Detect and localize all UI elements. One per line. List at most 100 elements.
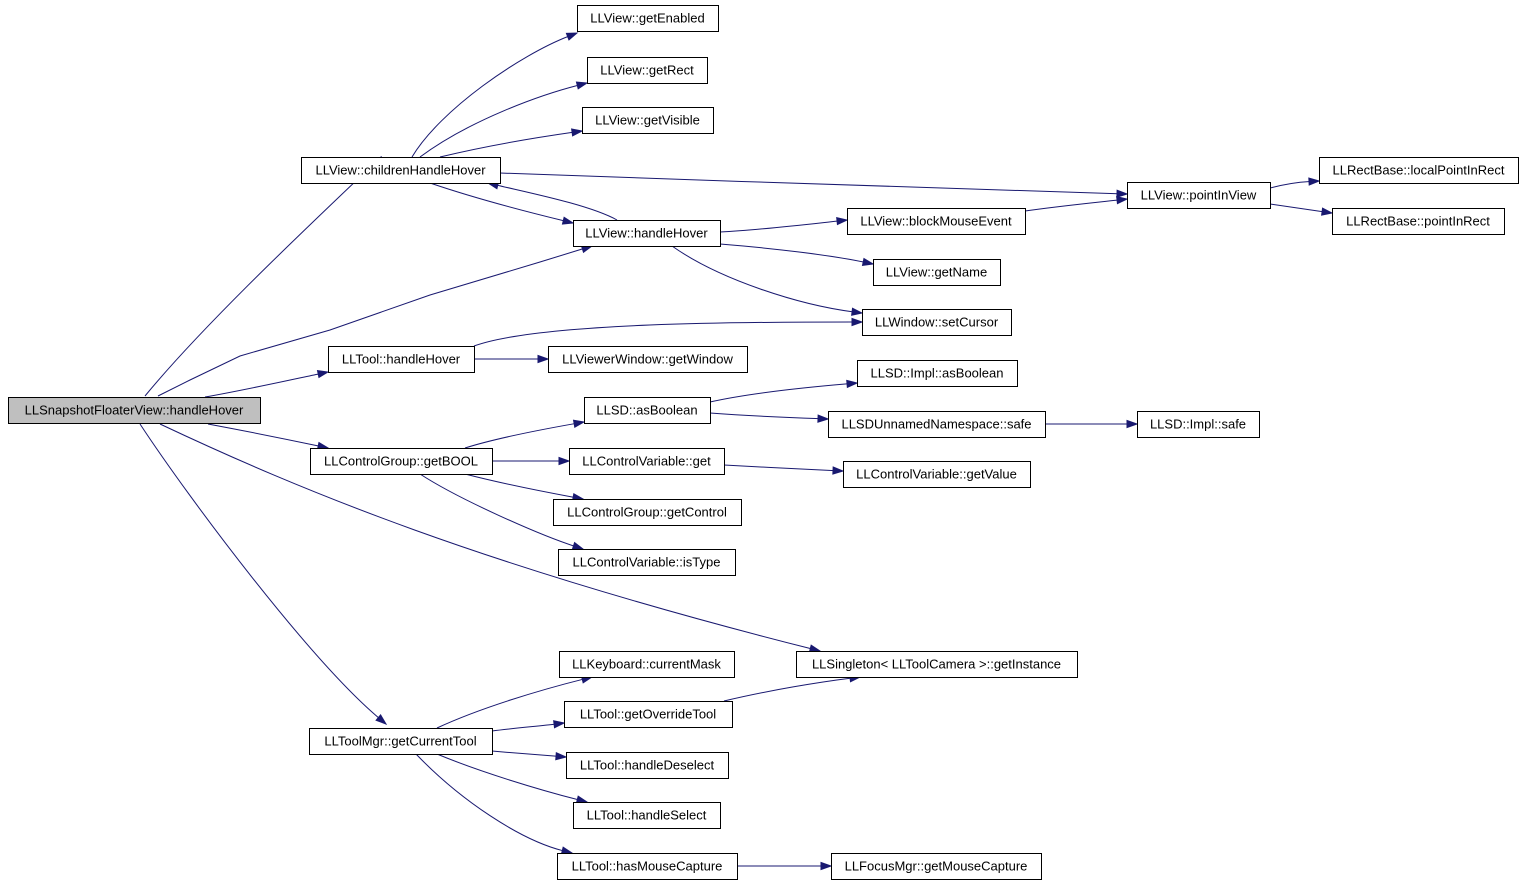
- edge-blockMouseEvent-to-pointInView: [1024, 195, 1129, 212]
- arrowhead-icon: [836, 216, 849, 226]
- edge-childrenHandleHover-to-viewHandleHover: [429, 182, 575, 225]
- node-isType[interactable]: LLControlVariable::isType: [558, 549, 736, 576]
- node-handleDeselect[interactable]: LLTool::handleDeselect: [566, 752, 729, 779]
- node-blockMouseEvent[interactable]: LLView::blockMouseEvent: [847, 208, 1026, 235]
- node-implAsBoolean[interactable]: LLSD::Impl::asBoolean: [857, 360, 1018, 387]
- node-label: LLView::handleHover: [585, 226, 708, 241]
- node-box: [559, 651, 735, 678]
- node-box: [566, 752, 729, 779]
- node-getWindow[interactable]: LLViewerWindow::getWindow: [548, 346, 748, 373]
- node-label: LLRectBase::pointInRect: [1346, 214, 1490, 229]
- node-label: LLSingleton< LLToolCamera >::getInstance: [812, 657, 1061, 672]
- node-label: LLView::pointInView: [1141, 188, 1257, 203]
- edge-getBOOL-to-getControl: [464, 473, 585, 502]
- node-localPointInRect[interactable]: LLRectBase::localPointInRect: [1319, 157, 1519, 184]
- node-box: [1127, 182, 1271, 209]
- edges-layer: [139, 32, 1334, 871]
- node-box: [548, 346, 748, 373]
- node-setCursor[interactable]: LLWindow::setCursor: [862, 309, 1012, 336]
- node-root[interactable]: LLSnapshotFloaterView::handleHover: [8, 397, 261, 424]
- edge-getCurrentTool-to-getOverrideTool: [491, 720, 566, 732]
- node-getBOOL[interactable]: LLControlGroup::getBOOL: [310, 448, 493, 475]
- arrowhead-icon: [846, 379, 859, 389]
- node-label: LLKeyboard::currentMask: [572, 657, 721, 672]
- node-box: [553, 499, 742, 526]
- node-toolHandleHover[interactable]: LLTool::handleHover: [328, 346, 475, 373]
- node-getRect[interactable]: LLView::getRect: [587, 57, 708, 84]
- node-box: [8, 397, 261, 424]
- arrowhead-icon: [861, 257, 875, 266]
- arrowhead-icon: [575, 81, 589, 90]
- node-safe[interactable]: LLSDUnnamedNamespace::safe: [828, 411, 1046, 438]
- node-box: [847, 208, 1026, 235]
- node-implSafe[interactable]: LLSD::Impl::safe: [1137, 411, 1260, 438]
- edge-getCurrentTool-to-hasMouseCapture: [415, 753, 574, 855]
- node-label: LLControlGroup::getControl: [567, 505, 727, 520]
- edge-getOverrideTool-to-getInstance: [723, 674, 862, 702]
- node-label: LLControlGroup::getBOOL: [324, 454, 478, 469]
- arrowhead-icon: [572, 419, 586, 428]
- edge-line: [1269, 203, 1324, 213]
- arrowhead-icon: [537, 354, 550, 364]
- node-label: LLSD::Impl::safe: [1150, 417, 1246, 432]
- node-box: [843, 461, 1031, 488]
- edge-line: [207, 423, 320, 447]
- edge-line: [671, 245, 854, 313]
- node-getOverrideTool[interactable]: LLTool::getOverrideTool: [564, 701, 733, 728]
- node-asBoolean[interactable]: LLSD::asBoolean: [584, 397, 711, 424]
- node-currentMask[interactable]: LLKeyboard::currentMask: [559, 651, 735, 678]
- node-box: [577, 5, 719, 32]
- edge-line: [144, 162, 375, 397]
- node-box: [796, 651, 1078, 678]
- node-getEnabled[interactable]: LLView::getEnabled: [577, 5, 719, 32]
- node-label: LLTool::handleSelect: [587, 808, 707, 823]
- node-label: LLView::getRect: [600, 63, 694, 78]
- node-childrenHandleHover[interactable]: LLView::childrenHandleHover: [301, 157, 501, 184]
- node-getName[interactable]: LLView::getName: [873, 259, 1001, 286]
- edge-line: [159, 423, 812, 650]
- arrowhead-icon: [571, 128, 584, 137]
- edge-getCurrentTool-to-handleSelect: [436, 753, 589, 804]
- edge-asBoolean-to-safe: [709, 412, 830, 423]
- node-getCurrentTool[interactable]: LLToolMgr::getCurrentTool: [309, 728, 493, 755]
- edge-line: [429, 182, 565, 222]
- edge-line: [723, 464, 835, 472]
- node-box: [587, 57, 708, 84]
- node-box: [1319, 157, 1519, 184]
- node-handleSelect[interactable]: LLTool::handleSelect: [573, 802, 721, 829]
- node-viewHandleHover[interactable]: LLView::handleHover: [573, 220, 721, 247]
- node-getMouseCapture[interactable]: LLFocusMgr::getMouseCapture: [831, 853, 1042, 880]
- edge-line: [1269, 180, 1311, 189]
- edge-line: [491, 723, 556, 732]
- edge-line: [496, 184, 618, 221]
- edge-line: [204, 373, 320, 398]
- node-cvGet[interactable]: LLControlVariable::get: [569, 448, 725, 475]
- node-hasMouseCapture[interactable]: LLTool::hasMouseCapture: [557, 853, 738, 880]
- node-label: LLTool::hasMouseCapture: [572, 859, 723, 874]
- node-getControl[interactable]: LLControlGroup::getControl: [553, 499, 742, 526]
- edge-line: [709, 412, 820, 420]
- node-label: LLControlVariable::getValue: [856, 467, 1017, 482]
- edge-line: [491, 750, 558, 757]
- node-box: [828, 411, 1046, 438]
- node-getValue[interactable]: LLControlVariable::getValue: [843, 461, 1031, 488]
- arrowhead-icon: [851, 317, 864, 327]
- edge-viewHandleHover-to-blockMouseEvent: [719, 216, 849, 233]
- node-getInstance[interactable]: LLSingleton< LLToolCamera >::getInstance: [796, 651, 1078, 678]
- edge-root-to-viewHandleHover: [157, 245, 594, 397]
- node-box: [564, 701, 733, 728]
- edge-toolHandleHover-to-setCursor: [473, 317, 864, 347]
- edge-line: [439, 131, 574, 158]
- node-pointInView[interactable]: LLView::pointInView: [1127, 182, 1271, 209]
- node-getVisible[interactable]: LLView::getVisible: [582, 107, 714, 134]
- edge-getBOOL-to-cvGet: [492, 456, 571, 466]
- node-box: [862, 309, 1012, 336]
- nodes-layer: LLSnapshotFloaterView::handleHover LLView…: [8, 5, 1519, 880]
- edge-childrenHandleHover-to-getRect: [419, 81, 589, 158]
- node-label: LLView::getEnabled: [590, 11, 704, 26]
- edge-hasMouseCapture-to-getMouseCapture: [736, 861, 833, 871]
- arrowhead-icon: [851, 307, 864, 316]
- node-pointInRect[interactable]: LLRectBase::pointInRect: [1332, 208, 1505, 235]
- arrowhead-icon: [832, 466, 845, 475]
- edge-getBOOL-to-asBoolean: [464, 419, 586, 449]
